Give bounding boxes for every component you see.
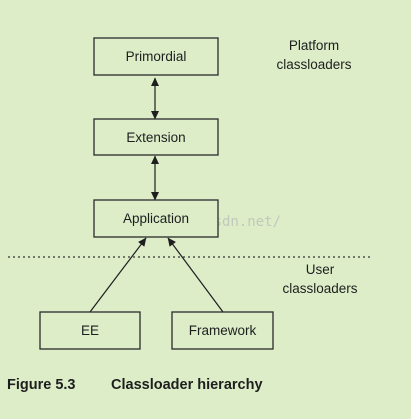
node-framework-label: Framework: [189, 323, 257, 338]
node-primordial: Primordial: [93, 37, 219, 76]
node-framework: Framework: [171, 311, 274, 350]
node-ee-box: [39, 311, 141, 350]
group-label-platform-line-2: classloaders: [276, 57, 351, 72]
node-extension: Extension: [93, 118, 219, 156]
connector-ee-application: [89, 237, 147, 313]
group-label-platform-line-1: Platform: [289, 38, 339, 53]
node-ee: EE: [39, 311, 141, 350]
node-extension-label: Extension: [126, 130, 185, 145]
group-label-user: User classloaders: [282, 262, 357, 296]
node-primordial-label: Primordial: [126, 49, 187, 64]
node-primordial-box: [93, 37, 219, 76]
group-label-platform: Platform classloaders: [276, 38, 351, 72]
node-framework-box: [171, 311, 274, 350]
node-application: Application: [93, 199, 219, 238]
node-ee-label: EE: [81, 323, 99, 338]
node-application-box: [93, 199, 219, 238]
group-label-user-line-1: User: [306, 262, 335, 277]
figure-caption-title: Classloader hierarchy: [111, 377, 263, 393]
connector-framework-application: [167, 237, 224, 313]
figure-caption: Figure 5.3 Classloader hierarchy: [7, 377, 263, 393]
group-label-user-line-2: classloaders: [282, 281, 357, 296]
node-extension-box: [93, 118, 219, 156]
figure-caption-number: Figure 5.3: [7, 377, 76, 393]
node-application-label: Application: [123, 211, 189, 226]
